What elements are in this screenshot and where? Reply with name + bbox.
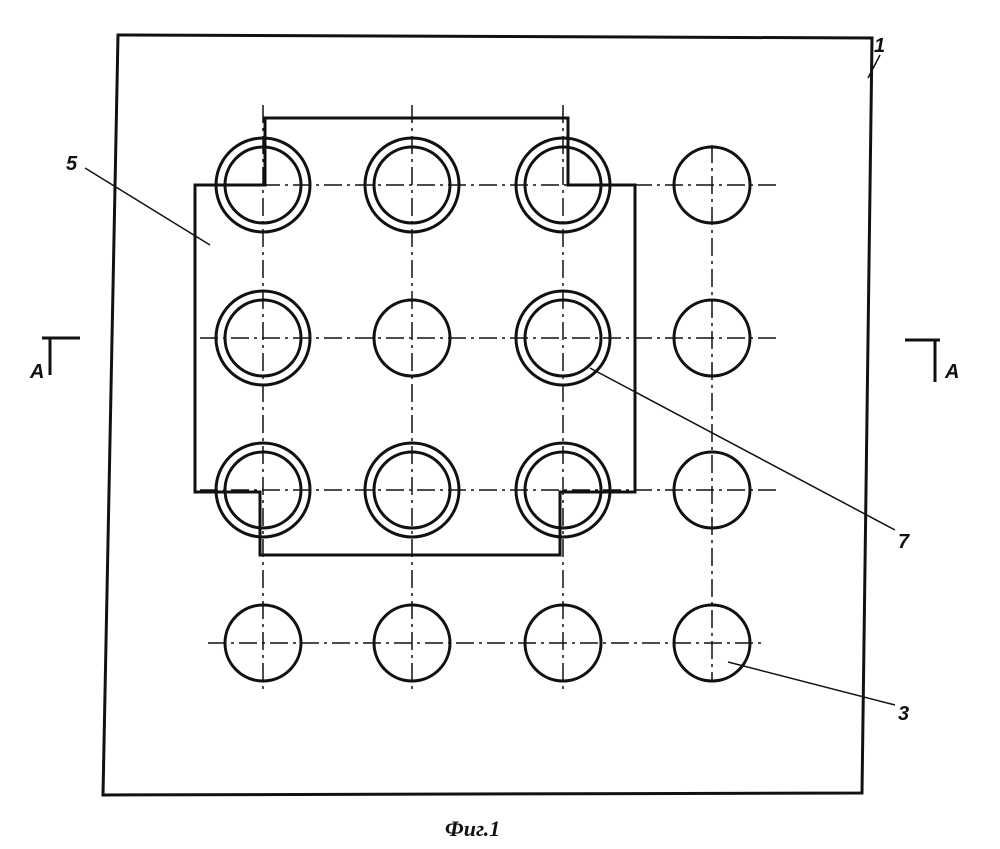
label-plate: 1 (874, 35, 885, 57)
hole-circle (523, 450, 603, 530)
base-plate-outline (101, 33, 874, 797)
hole-circle (372, 298, 452, 378)
hole-circle (372, 603, 452, 683)
label-ring: 7 (898, 531, 910, 553)
cover-plate-outline (193, 116, 637, 557)
leader-line-7 (589, 367, 896, 531)
ring-circle (514, 441, 612, 539)
section-label-right: A (944, 361, 959, 383)
label-hole: 3 (898, 703, 909, 725)
hole-circle (223, 145, 303, 225)
ring-circle (214, 441, 312, 539)
hole-circle (223, 298, 303, 378)
hole-circle (372, 145, 452, 225)
leader-line-5 (84, 167, 211, 246)
section-label-left: A (29, 361, 44, 383)
hole-circle (672, 145, 752, 225)
hole-circle (672, 450, 752, 530)
leader-line-1 (867, 54, 881, 79)
hole-circle (523, 145, 603, 225)
hole-circle (223, 450, 303, 530)
hole-circle (672, 298, 752, 378)
figure-caption: Фиг.1 (445, 816, 500, 841)
ring-circle (514, 289, 612, 387)
ring-circle (214, 136, 312, 234)
hole-circle (223, 603, 303, 683)
hole-circle (672, 603, 752, 683)
hole-circle (523, 298, 603, 378)
ring-circle (363, 441, 461, 539)
ring-circle (363, 136, 461, 234)
ring-circle (514, 136, 612, 234)
ring-circle (214, 289, 312, 387)
hole-circle (372, 450, 452, 530)
label-cover-plate: 5 (66, 153, 78, 175)
leader-line-3 (727, 661, 896, 706)
hole-circle (523, 603, 603, 683)
